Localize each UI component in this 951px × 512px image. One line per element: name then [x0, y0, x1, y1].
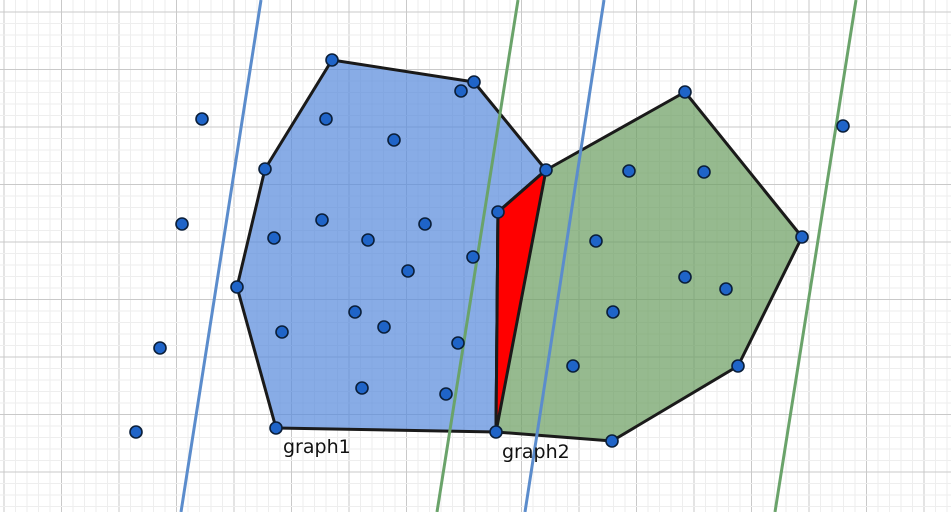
point	[258, 162, 272, 176]
point	[153, 341, 167, 355]
point	[566, 359, 580, 373]
point	[466, 250, 480, 264]
point	[195, 112, 209, 126]
point	[315, 213, 329, 227]
point	[605, 434, 619, 448]
red-intersection-triangle	[494, 168, 548, 434]
point	[275, 325, 289, 339]
point	[401, 264, 415, 278]
point	[361, 233, 375, 247]
point	[491, 205, 505, 219]
point	[269, 421, 283, 435]
point	[489, 425, 503, 439]
point	[454, 84, 468, 98]
point	[129, 425, 143, 439]
blue-line	[523, 0, 606, 512]
point	[678, 270, 692, 284]
point	[387, 133, 401, 147]
point	[467, 75, 481, 89]
green-line	[773, 0, 858, 512]
graph2-label: graph2	[502, 441, 570, 463]
point	[325, 53, 339, 67]
point	[836, 119, 850, 133]
point	[589, 234, 603, 248]
point	[622, 164, 636, 178]
point	[319, 112, 333, 126]
point	[439, 387, 453, 401]
point	[731, 359, 745, 373]
point	[377, 320, 391, 334]
point	[606, 305, 620, 319]
point	[451, 336, 465, 350]
point	[267, 231, 281, 245]
point	[355, 381, 369, 395]
point	[795, 230, 809, 244]
point	[348, 305, 362, 319]
point	[719, 282, 733, 296]
point	[697, 165, 711, 179]
point	[230, 280, 244, 294]
point	[175, 217, 189, 231]
graph2-polygon	[494, 90, 804, 443]
graph1-label: graph1	[283, 436, 351, 458]
blue-line	[179, 0, 263, 512]
point	[418, 217, 432, 231]
point	[539, 163, 553, 177]
points	[129, 53, 850, 448]
point	[678, 85, 692, 99]
